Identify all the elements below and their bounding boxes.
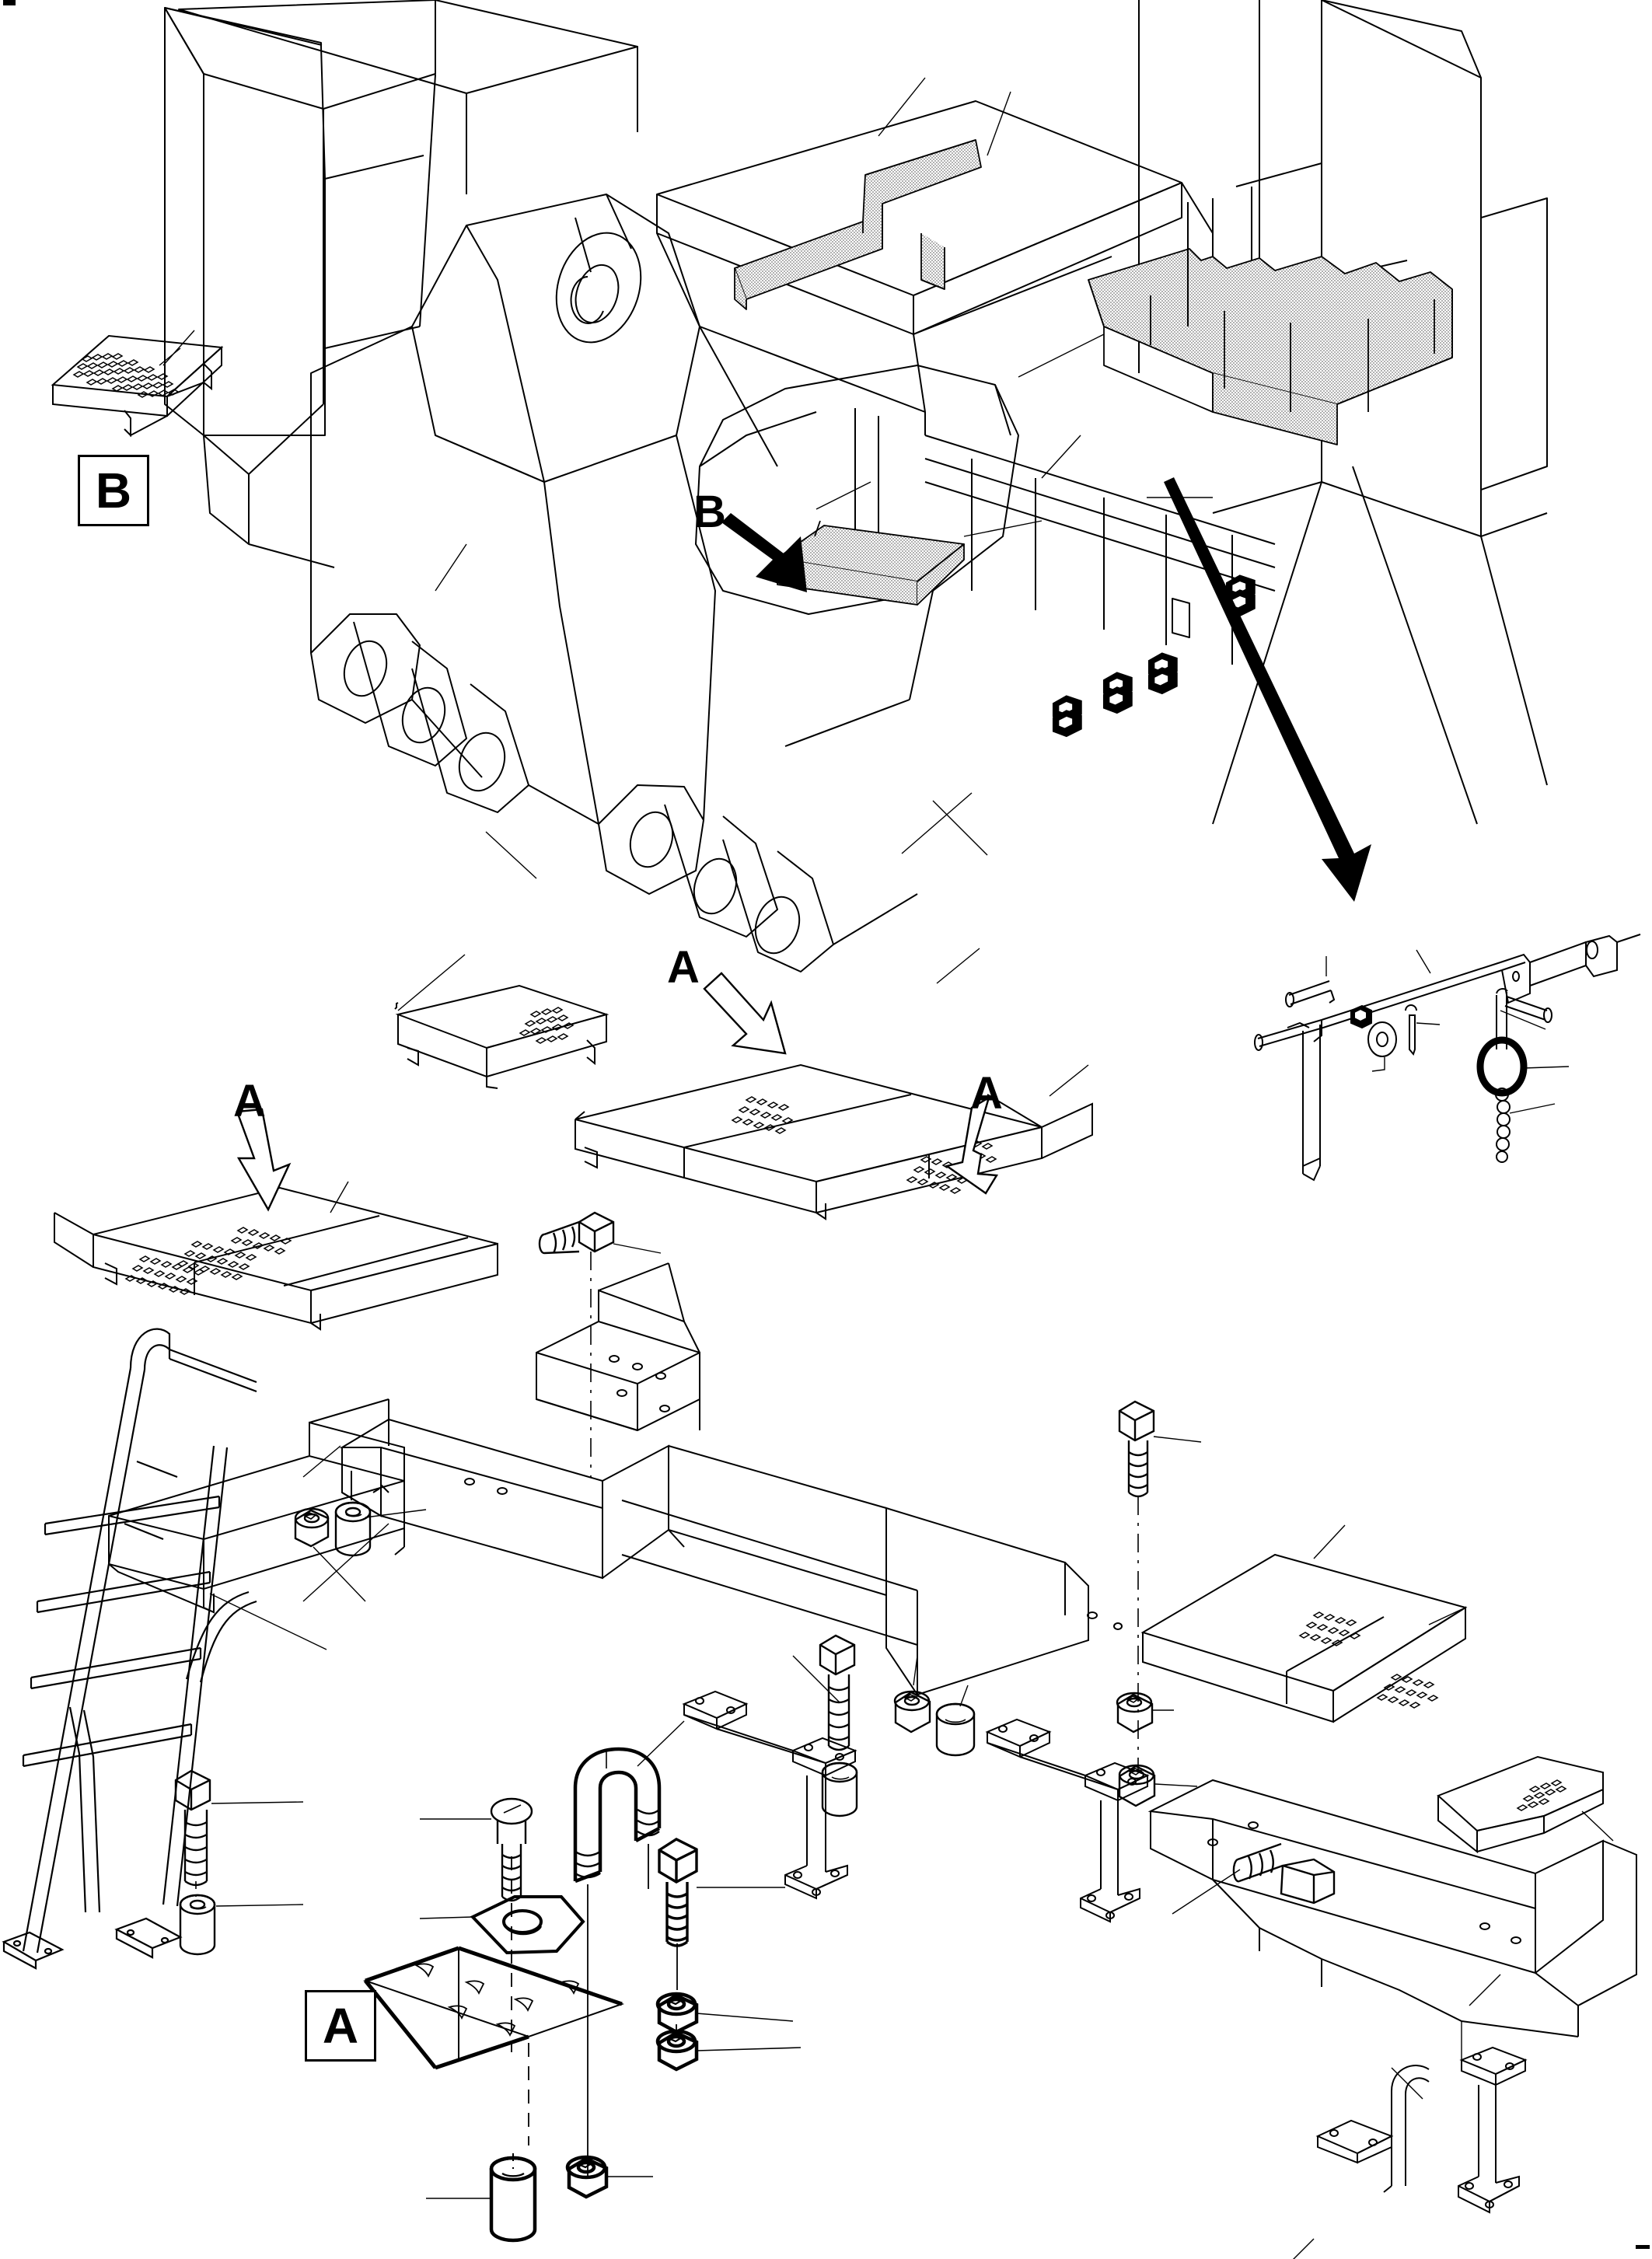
bracket-bottom-right: [1315, 2119, 1394, 2164]
handrail-guard-left: [108, 1398, 405, 1650]
machine-upper-structure: [164, 0, 1548, 972]
step-plate-long-right: [575, 1063, 1093, 1220]
leader-line-bolt-left: [211, 1801, 304, 1804]
lock-nut-handrail: [294, 1507, 330, 1548]
deck-plate-right: [1140, 1524, 1468, 1723]
long-pointer-arrow-icon: [1164, 477, 1371, 902]
lock-nut-stack-upper: [655, 1992, 794, 2034]
detail-box-b: B: [78, 455, 149, 526]
leader-line-spacer-center: [959, 1685, 969, 1707]
detail-box-a: A: [305, 1990, 376, 2062]
wedge-plate-right: [1437, 1755, 1614, 1854]
center-mount-bracket: [536, 1262, 700, 1432]
handle-rod-assembly: [1254, 934, 1641, 1182]
detail-b-step-plate: [51, 334, 224, 438]
lock-nut-deck-left: [1116, 1692, 1174, 1734]
leader-line-spacer-left: [215, 1904, 304, 1907]
leader-line-spacer: [365, 1509, 427, 1518]
leader-line-nut-center: [913, 1655, 918, 1686]
deck-frame-channel: [302, 1418, 1123, 1703]
step-plate-long-left: [54, 1181, 498, 1331]
leader-lines: [936, 948, 1501, 2259]
bolt-hex-center-top: [538, 1211, 662, 1255]
spacer-collar-handrail: [334, 1501, 372, 1557]
spacer-collar-center: [935, 1702, 976, 1757]
angle-bracket-plate: [362, 1946, 625, 2070]
callout-letter-a-left: A: [233, 1076, 266, 1126]
lock-nut-ubolt-bottom: [565, 2155, 653, 2199]
detail-b-perforations: [72, 353, 180, 398]
callout-letter-a-top-center: A: [667, 942, 700, 993]
callout-letter-b-main: B: [693, 487, 726, 537]
leader-line-nut: [313, 1546, 366, 1602]
lock-nut-center: [893, 1690, 931, 1734]
clamp-plate: [419, 1895, 585, 1955]
u-bolt: [573, 1747, 662, 1884]
registration-mark-bottom-right: [1636, 2245, 1650, 2249]
spacer-center-bottom: [821, 1761, 858, 1817]
bolt-hex-ubolt: [658, 1838, 785, 1947]
detail-box-a-label: A: [322, 1998, 359, 2054]
spacer-left: [179, 1894, 216, 1956]
detail-box-b-label: B: [95, 463, 132, 518]
leader-line-detail-b: [162, 330, 195, 366]
bolt-hex-right-frame: [1172, 1842, 1336, 1915]
guard-frame-right: [1147, 1779, 1637, 2100]
registration-mark-top-left: [3, 0, 16, 5]
hose-clamp-group: [1052, 574, 1256, 738]
callout-b-arrow-icon: [721, 513, 807, 592]
bolt-hex-left: [174, 1769, 211, 1897]
bolt-hex-right-deck: [1118, 1400, 1202, 1498]
spacer-detail-a: [489, 2153, 537, 2243]
bolt-hex-center-bottom: [819, 1634, 856, 1751]
support-legs: [637, 1690, 1528, 2214]
callout-letter-a-right: A: [970, 1068, 1003, 1119]
step-plate-small: [394, 954, 609, 1089]
access-ladder: [2, 1328, 257, 1970]
lock-nut-right-deck: [1118, 1764, 1198, 1807]
angle-bracket-perforations: [414, 1963, 580, 2037]
callout-a-arrow-icons: [236, 972, 999, 1212]
